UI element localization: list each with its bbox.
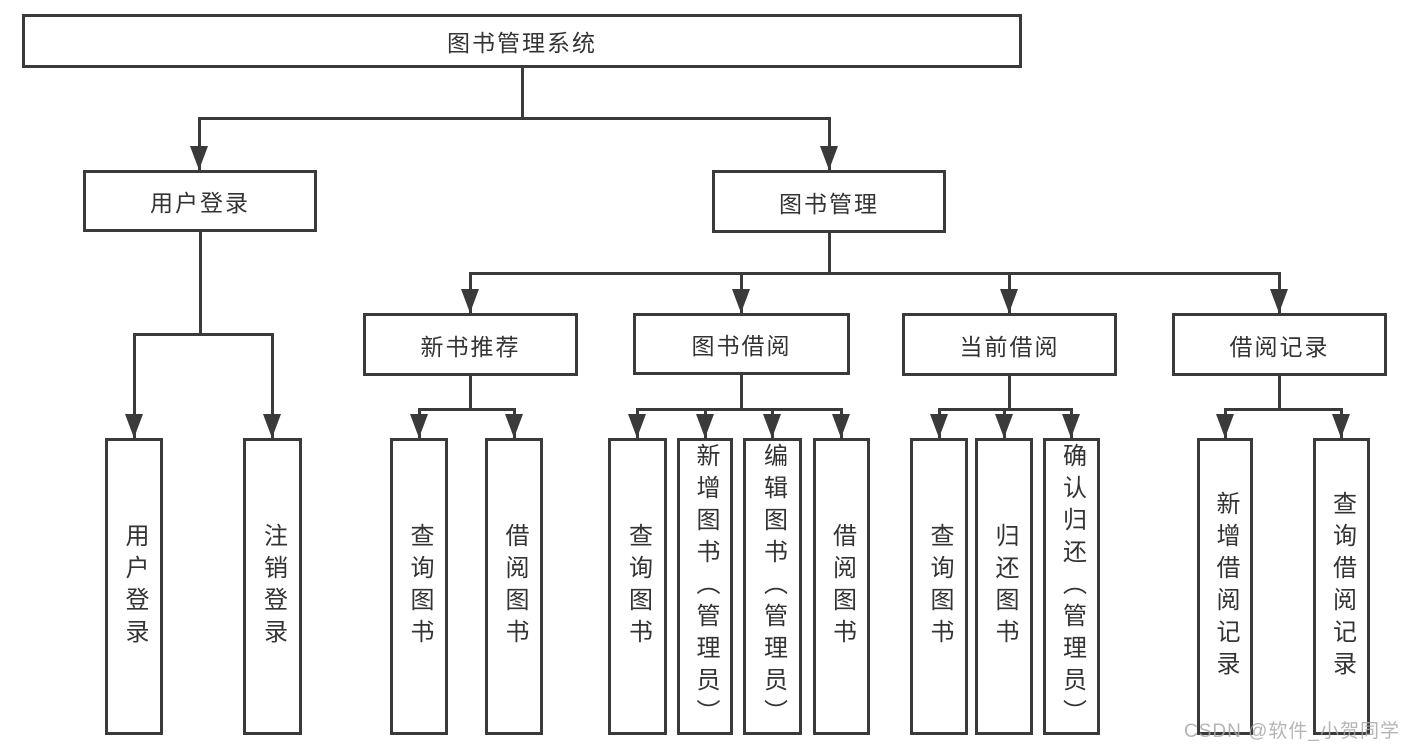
connector-line [828,233,831,274]
connector-line [521,68,524,119]
arrowhead-down-icon [995,414,1013,438]
node-book-borrowing: 图书借阅 [633,313,850,375]
node-current-borrowing-label: 当前借阅 [959,333,1060,360]
leaf-current-query-books-label: 查询图书 [926,522,953,651]
arrowhead-down-icon [832,414,850,438]
leaf-return-books: 归还图书 [975,438,1033,735]
node-library-system-label: 图书管理系统 [447,30,597,56]
leaf-user-login-label: 用户登录 [121,522,148,651]
connector-line [469,272,1281,275]
connector-line [418,408,516,411]
leaf-recommend-borrow-books: 借阅图书 [485,438,543,735]
connector-line [133,335,136,438]
connector-line [199,232,202,333]
node-borrowing-records-label: 借阅记录 [1229,333,1330,360]
node-new-book-recommend: 新书推荐 [363,313,578,376]
connector-line [133,333,274,336]
leaf-confirm-return-admin-label: 确认归还（管理员） [1058,442,1086,731]
node-book-borrowing-label: 图书借阅 [691,333,792,359]
connector-line [1224,408,1343,411]
connector-line [938,408,1073,411]
arrowhead-down-icon [1216,414,1234,438]
arrowhead-down-icon [410,414,428,438]
connector-line [198,117,831,120]
connector-line [740,375,743,410]
arrowhead-down-icon [820,146,838,170]
node-user-login: 用户登录 [83,170,317,232]
leaf-add-books-admin: 新增图书（管理员） [677,438,733,735]
arrowhead-down-icon [190,146,208,170]
leaf-borrowing-query-books: 查询图书 [608,438,667,735]
leaf-edit-books-admin: 编辑图书（管理员） [743,438,802,735]
node-book-management-label: 图书管理 [779,190,879,217]
arrowhead-down-icon [763,414,781,438]
connector-line [1008,376,1011,410]
arrowhead-down-icon [1332,414,1350,438]
leaf-add-books-admin-label: 新增图书（管理员） [692,442,719,731]
connector-line [271,335,274,438]
leaf-edit-books-admin-label: 编辑图书（管理员） [759,442,787,731]
arrowhead-down-icon [1062,414,1080,438]
leaf-borrow-books-label: 借阅图书 [828,522,856,651]
leaf-confirm-return-admin: 确认归还（管理员） [1043,438,1100,735]
leaf-recommend-query-books: 查询图书 [390,438,448,735]
leaf-borrowing-query-books-label: 查询图书 [624,522,652,651]
node-current-borrowing: 当前借阅 [902,313,1117,376]
leaf-add-borrow-record-label: 新增借阅记录 [1212,490,1239,683]
node-library-system: 图书管理系统 [22,14,1022,68]
leaf-query-borrow-record: 查询借阅记录 [1313,438,1370,735]
arrowhead-down-icon [930,414,948,438]
arrowhead-down-icon [1000,289,1018,313]
connector-line [469,376,472,410]
leaf-current-query-books: 查询图书 [910,438,968,735]
leaf-add-borrow-record: 新增借阅记录 [1197,438,1253,735]
arrowhead-down-icon [505,414,523,438]
node-book-management: 图书管理 [712,170,946,233]
csdn-watermark: CSDN @软件_小贺同学 [1184,721,1400,742]
leaf-logout-label: 注销登录 [259,522,287,651]
connector-line [636,408,843,411]
arrowhead-down-icon [125,414,143,438]
leaf-recommend-query-books-label: 查询图书 [406,522,433,651]
leaf-borrow-books: 借阅图书 [813,438,870,735]
node-new-book-recommend-label: 新书推荐 [420,333,521,360]
node-user-login-label: 用户登录 [150,190,250,216]
arrowhead-down-icon [696,414,714,438]
leaf-recommend-borrow-books-label: 借阅图书 [501,522,528,651]
connector-line [198,119,201,170]
leaf-query-borrow-record-label: 查询借阅记录 [1328,490,1356,683]
leaf-logout: 注销登录 [243,438,302,735]
connector-line [1278,376,1281,410]
arrowhead-down-icon [461,289,479,313]
arrowhead-down-icon [1270,289,1288,313]
leaf-user-login: 用户登录 [105,438,163,735]
node-borrowing-records: 借阅记录 [1172,313,1387,376]
arrowhead-down-icon [628,414,646,438]
arrowhead-down-icon [263,414,281,438]
connector-line [828,119,831,170]
leaf-return-books-label: 归还图书 [991,522,1018,651]
arrowhead-down-icon [732,289,750,313]
